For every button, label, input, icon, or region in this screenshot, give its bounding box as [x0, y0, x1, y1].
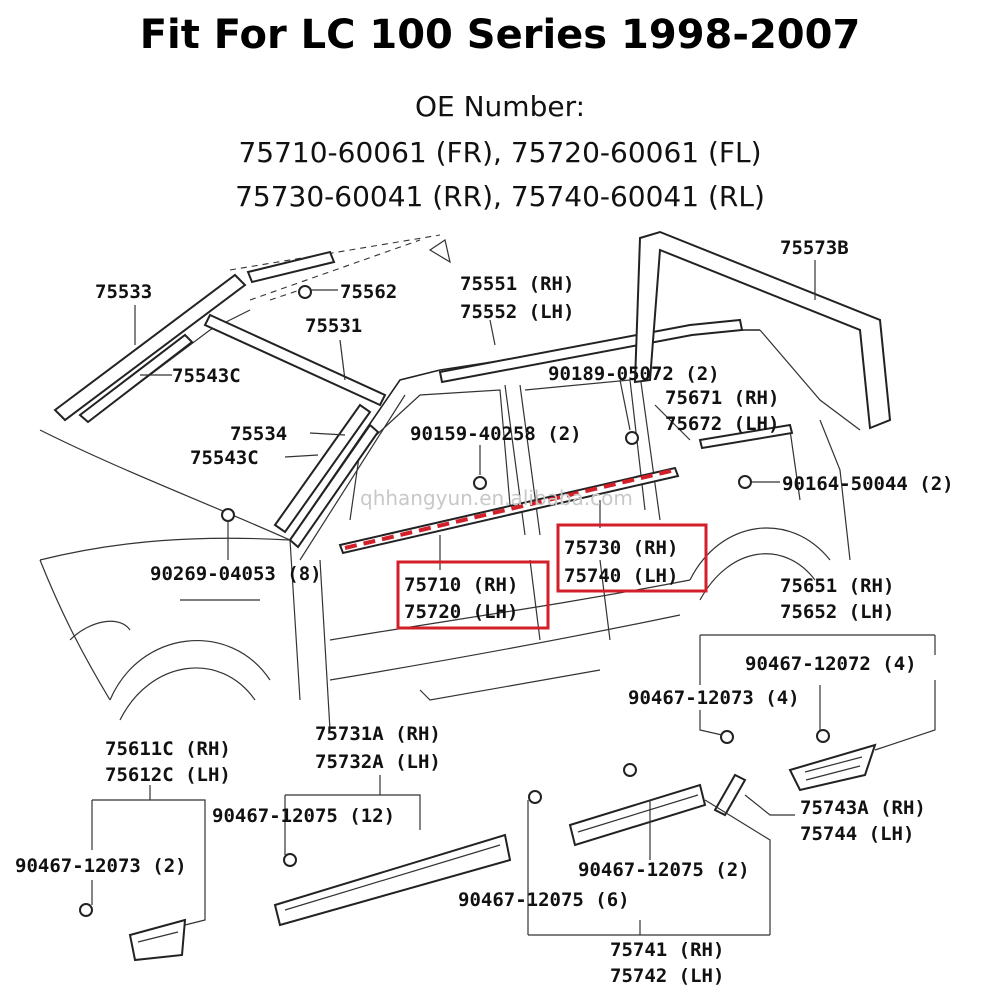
- label-75533: 75533: [95, 281, 152, 303]
- label-75741: 75741 (RH): [610, 939, 724, 961]
- label-90159: 90159-40258 (2): [410, 423, 582, 445]
- label-90467-12075-12: 90467-12075 (12): [212, 805, 395, 827]
- label-75731a: 75731A (RH): [315, 723, 441, 745]
- label-75612c: 75612C (LH): [105, 764, 231, 786]
- label-90189: 90189-05072 (2): [548, 363, 720, 385]
- label-75742: 75742 (LH): [610, 965, 724, 987]
- label-75671: 75671 (RH): [665, 387, 779, 409]
- label-90467-12075-6: 90467-12075 (6): [458, 889, 630, 911]
- oe-number-label: OE Number:: [414, 90, 586, 123]
- label-75732a: 75732A (LH): [315, 751, 441, 773]
- page-title: Fit For LC 100 Series 1998-2007: [139, 12, 861, 58]
- label-75710: 75710 (RH): [404, 574, 518, 596]
- label-75651: 75651 (RH): [780, 575, 894, 597]
- leader-lines: [91, 260, 936, 936]
- label-75543c-a: 75543C: [172, 365, 241, 387]
- label-75740: 75740 (LH): [564, 565, 678, 587]
- lower-moldings: [128, 743, 877, 962]
- label-90467-12072: 90467-12072 (4): [745, 653, 917, 675]
- label-75611c: 75611C (RH): [105, 738, 231, 760]
- watermark: qhhangyun.en.alibaba.com: [360, 486, 633, 510]
- label-75730: 75730 (RH): [564, 537, 678, 559]
- label-90467-12073-2: 90467-12073 (2): [15, 855, 187, 877]
- label-75543c-b: 75543C: [190, 447, 259, 469]
- part-labels: 75533 75562 75551 (RH) 75552 (LH) 75573B…: [15, 237, 954, 987]
- car-body-outline: [39, 234, 861, 731]
- label-75531: 75531: [305, 315, 362, 337]
- clips: [79, 285, 830, 917]
- oe-numbers-front: 75710-60061 (FR), 75720-60061 (FL): [238, 136, 762, 169]
- label-75672: 75672 (LH): [665, 413, 779, 435]
- direction-arrow: [428, 239, 451, 264]
- label-75573b: 75573B: [780, 237, 849, 259]
- label-75534: 75534: [230, 423, 287, 445]
- oe-numbers-rear: 75730-60041 (RR), 75740-60041 (RL): [235, 180, 765, 213]
- highlight-box-rear: [556, 523, 708, 593]
- label-75652: 75652 (LH): [780, 601, 894, 623]
- label-75743a: 75743A (RH): [800, 797, 926, 819]
- label-90467-12073-4: 90467-12073 (4): [628, 687, 800, 709]
- label-75720: 75720 (LH): [404, 601, 518, 623]
- label-90269: 90269-04053 (8): [150, 563, 322, 585]
- label-75744: 75744 (LH): [800, 823, 914, 845]
- label-75552: 75552 (LH): [460, 301, 574, 323]
- label-90467-12075-2: 90467-12075 (2): [578, 859, 750, 881]
- label-75562: 75562: [340, 281, 397, 303]
- highlight-box-front: [396, 560, 550, 630]
- label-75551: 75551 (RH): [460, 273, 574, 295]
- label-90164: 90164-50044 (2): [782, 473, 954, 495]
